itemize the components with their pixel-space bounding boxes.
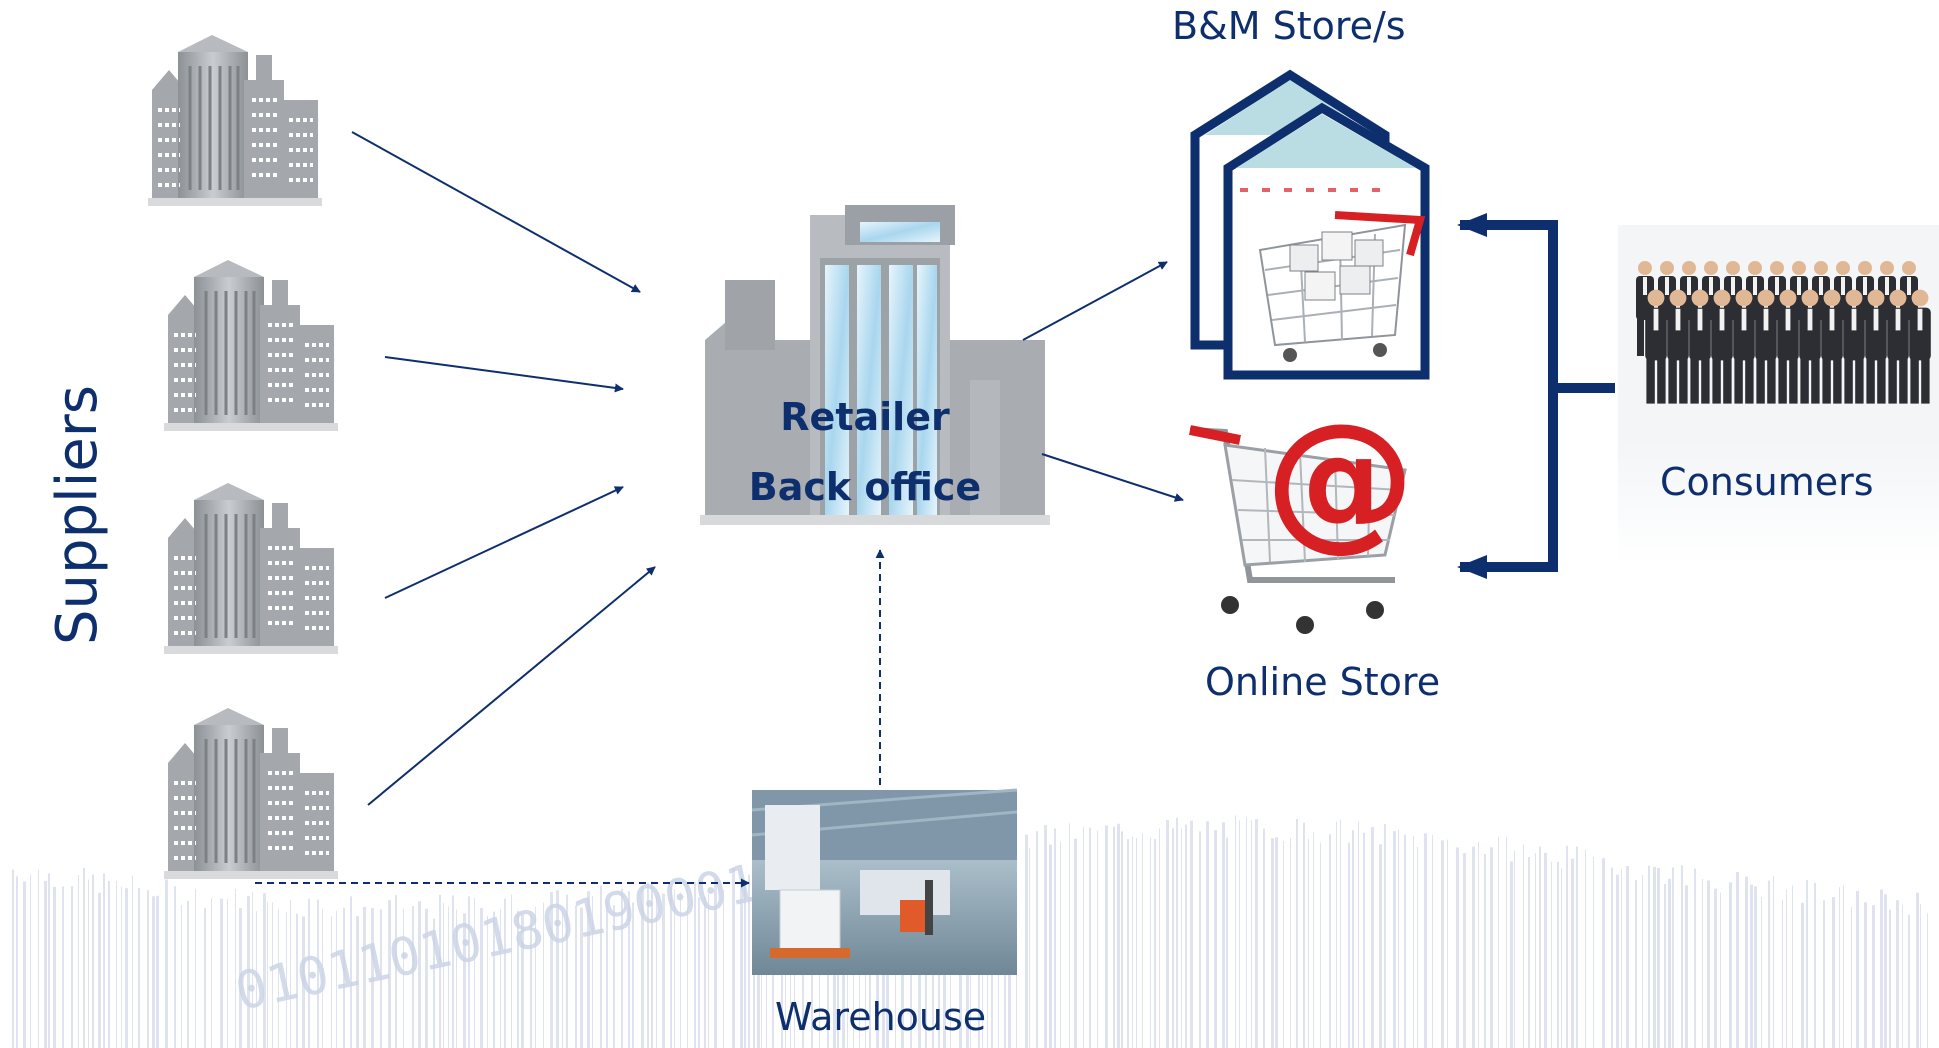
- shopping-cart-at-icon: @: [1189, 392, 1415, 634]
- office-building-icon: [146, 33, 324, 208]
- office-building-icon: [162, 706, 340, 881]
- bm-stores-label: B&M Store/s: [1172, 4, 1406, 48]
- crowd-of-people-icon: [1618, 225, 1939, 565]
- supplier-group: [146, 33, 340, 881]
- online-store-label: Online Store: [1205, 660, 1441, 704]
- shopping-cart-boxes-icon: [1240, 188, 1426, 362]
- retailer-label-line1: Retailer: [780, 395, 950, 439]
- office-building-icon: [162, 258, 340, 433]
- warehouse-forklift-icon: [751, 788, 1018, 975]
- arrow-retailer-to-online-store: [1041, 453, 1184, 502]
- consumers-label: Consumers: [1660, 460, 1874, 504]
- arrow-retailer-to-bm-store: [1022, 261, 1168, 341]
- store-house-icon: [1190, 69, 1430, 380]
- arrow-supplier1-to-retailer: [351, 131, 641, 293]
- svg-text:@: @: [1265, 392, 1415, 566]
- retailer-back-office-label: Retailer Back office: [700, 382, 1030, 522]
- arrow-supplier4-to-retailer: [367, 566, 656, 806]
- consumers-bracket-connector: [1548, 225, 1615, 567]
- warehouse-label: Warehouse: [775, 995, 987, 1039]
- retailer-label-line2: Back office: [748, 465, 982, 509]
- arrow-supplier2-to-retailer: [384, 356, 624, 393]
- office-building-icon: [162, 481, 340, 656]
- glass-office-tower-icon: [700, 205, 1050, 525]
- arrow-supplier3-to-retailer: [384, 486, 624, 599]
- flow-arrows: [255, 131, 1615, 888]
- suppliers-label: Suppliers: [45, 385, 110, 645]
